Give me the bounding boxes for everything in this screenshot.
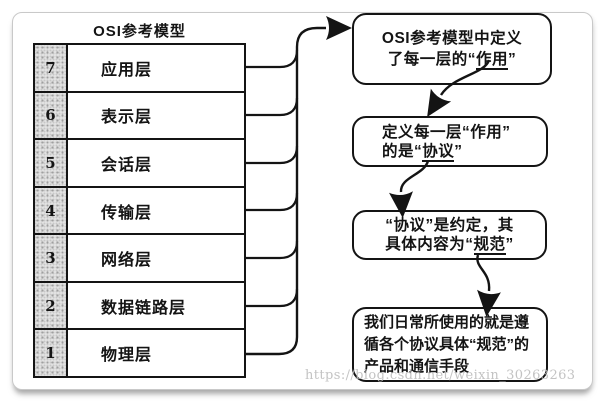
layer-name: 网络层 (68, 235, 244, 281)
note-box-daily-use: 我们日常所使用的就是遵 循各个协议具体“规范”的 产品和通信手段 (352, 307, 548, 382)
note-line: OSI参考模型中定义 (381, 30, 523, 47)
note-line: 了每一层的“作用” (387, 51, 517, 70)
watermark-text: https://blog.csdn.net/weixin_30263263 (305, 368, 576, 383)
table-row: 5 会话层 (35, 140, 244, 188)
table-row: 1 物理层 (35, 330, 244, 377)
note-line: 具体内容为“规范” (385, 236, 514, 255)
note-line: 产品和通信手段 (364, 357, 470, 375)
layer-name: 物理层 (68, 330, 244, 377)
layer-number-cell: 3 (35, 235, 68, 281)
layer-name: 会话层 (68, 140, 244, 186)
table-row: 4 传输层 (35, 187, 244, 236)
table-row: 7 应用层 (35, 45, 244, 93)
underlined-term: 作用 (476, 51, 509, 70)
layer-number-cell: 7 (35, 45, 68, 91)
note-line: 循各个协议具体“规范”的 (364, 335, 530, 353)
layer-number-cell: 5 (35, 140, 68, 186)
layer-name: 数据链路层 (68, 282, 244, 329)
layer-name: 传输层 (68, 187, 244, 234)
layer-number-cell: 4 (35, 187, 68, 234)
note-line: 定义每一层“作用” (382, 123, 511, 141)
table-row: 6 表示层 (35, 92, 244, 141)
note-line: 的是“协议” (382, 142, 463, 162)
osi-table: 7 应用层 6 表示层 5 会话层 4 传输层 3 网络层 2 数据链路层 1 … (33, 43, 246, 378)
underlined-term: 协议 (422, 142, 455, 162)
layer-number-cell: 6 (35, 92, 68, 139)
note-box-specification: “协议”是约定，其 具体内容为“规范” (352, 210, 547, 260)
note-box-definition: OSI参考模型中定义 了每一层的“作用” (352, 13, 552, 85)
underlined-term: 规范 (473, 236, 506, 255)
layer-number-cell: 2 (35, 282, 68, 329)
note-line: “协议”是约定，其 (385, 217, 514, 234)
table-row: 2 数据链路层 (35, 282, 244, 331)
table-row: 3 网络层 (35, 235, 244, 283)
layer-name: 表示层 (68, 92, 244, 139)
layer-name: 应用层 (68, 45, 244, 91)
table-title: OSI参考模型 (93, 23, 186, 40)
layer-number-cell: 1 (35, 330, 68, 377)
note-box-protocol: 定义每一层“作用” 的是“协议” (352, 116, 548, 167)
note-line: 我们日常所使用的就是遵 (364, 313, 530, 331)
